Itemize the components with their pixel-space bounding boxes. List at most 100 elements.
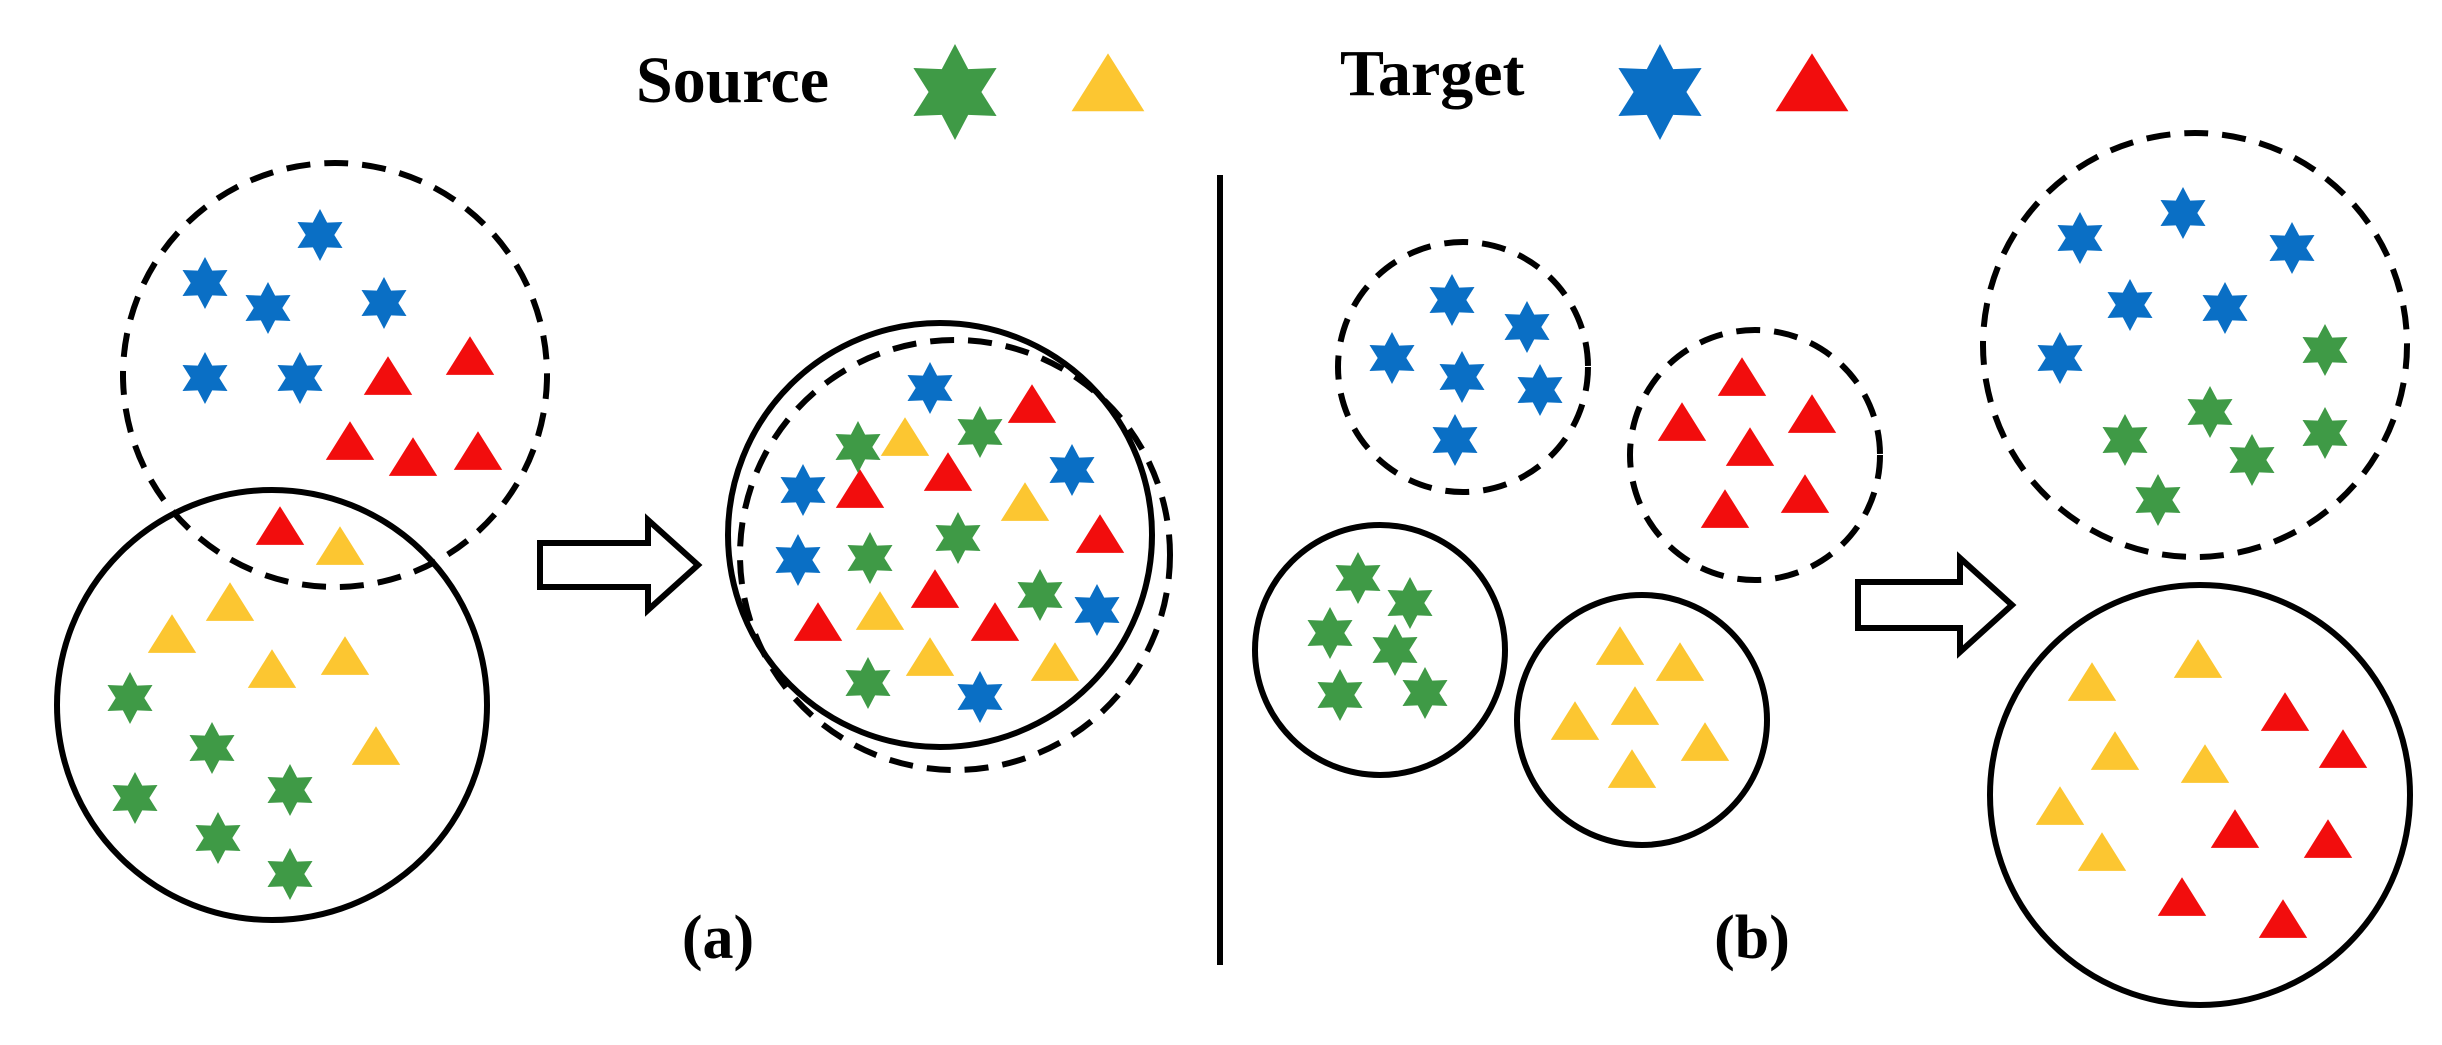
target-star-sample [1369,332,1415,384]
panel-a-right-samples [775,362,1125,723]
source-star-sample [195,812,241,864]
target-triangle-sample [2318,729,2368,768]
panel-a-label: (a) [682,904,754,972]
source-triangle-cluster [1514,592,1770,848]
target-triangle-sample [1657,402,1707,441]
target-star-sample [780,464,826,516]
target-triangle-sample [255,506,305,545]
target-star-sample [907,362,953,414]
source-triangle-sample [2180,744,2230,783]
triangle-icon [1071,53,1145,112]
source-star-cluster [1252,522,1508,778]
legend-target-label: Target [1340,37,1525,110]
source-triangle-sample [1000,482,1050,521]
source-star-sample [847,532,893,584]
source-triangle-sample [1655,642,1705,681]
source-triangle-sample [880,417,930,456]
target-domain-cluster [120,160,550,590]
source-star-sample [2102,414,2148,466]
source-triangle-sample [315,526,365,565]
target-triangle-sample [1700,489,1750,528]
source-triangle-sample [1550,701,1600,740]
target-triangle-sample [363,356,413,395]
source-triangle-sample [147,614,197,653]
source-star-sample [1372,624,1418,676]
source-star-sample [1307,607,1353,659]
source-star-sample [957,406,1003,458]
target-star-sample [182,257,228,309]
target-star-sample [182,352,228,404]
target-triangle-sample [2303,819,2353,858]
target-triangle-sample [1717,357,1767,396]
target-triangle-sample [325,421,375,460]
source-triangle-sample [2077,832,2127,871]
source-star-sample [112,772,158,824]
target-triangle-sample [970,602,1020,641]
target-star-sample [2160,187,2206,239]
panel-b-label: (b) [1714,904,1790,972]
source-triangle-sample [2090,731,2140,770]
source-triangle-sample [1680,722,1730,761]
source-star-sample [1402,667,1448,719]
target-triangle-sample [923,452,973,491]
target-star-sample [1504,301,1550,353]
source-triangle-sample [855,591,905,630]
target-star-sample [2037,332,2083,384]
panel-a-arrow-icon [537,513,703,617]
source-star-sample [267,764,313,816]
target-star-sample [361,277,407,329]
source-star-sample [835,421,881,473]
target-star-sample [1429,274,1475,326]
target-star-sample [297,209,343,261]
target-triangle-sample [388,437,438,476]
target-triangle-sample [2210,809,2260,848]
target-star-sample [1049,444,1095,496]
target-triangle-sample [1780,474,1830,513]
source-star-sample [1317,669,1363,721]
target-triangle-sample [1075,514,1125,553]
target-star-sample [2057,212,2103,264]
legend-target-triangle-icon [1775,53,1849,112]
source-star-sample [1387,577,1433,629]
target-star-sample [2202,282,2248,334]
source-star-sample [2229,434,2275,486]
aligned-source-cluster [725,320,1155,750]
source-star-sample [935,512,981,564]
source-triangle-sample [2173,639,2223,678]
source-star-sample [2187,386,2233,438]
target-triangle-cluster [1627,327,1883,583]
legend-source-star-icon [913,44,997,140]
triangle-icon [1775,53,1849,112]
source-triangle-sample [1610,686,1660,725]
source-triangle-sample [1607,749,1657,788]
hexagram-star-icon [913,44,997,140]
target-triangle-sample [910,569,960,608]
source-star-sample [189,722,235,774]
target-star-sample [1432,414,1478,466]
hexagram-star-icon [1618,44,1702,140]
target-triangle-sample [1787,394,1837,433]
source-star-sample [845,657,891,709]
target-star-sample [1074,584,1120,636]
source-triangle-sample [1030,642,1080,681]
source-triangle-sample [205,582,255,621]
star-class-cluster [1980,130,2410,560]
target-triangle-sample [445,336,495,375]
target-star-sample [2107,279,2153,331]
target-star-cluster [1335,239,1591,495]
source-triangle-sample [320,636,370,675]
source-triangle-sample [2067,662,2117,701]
target-star-sample [957,671,1003,723]
source-triangle-sample [1595,626,1645,665]
source-triangle-sample [351,726,401,765]
source-domain-cluster [54,487,490,923]
panel-a: (a) [54,160,1173,972]
panel-b: (b) [1252,130,2413,1008]
target-triangle-sample [2258,899,2308,938]
target-star-sample [277,352,323,404]
target-star-sample [245,282,291,334]
target-star-sample [2269,222,2315,274]
source-star-sample [1017,569,1063,621]
target-triangle-sample [2157,877,2207,916]
panel-b-left-samples [1307,274,1837,788]
